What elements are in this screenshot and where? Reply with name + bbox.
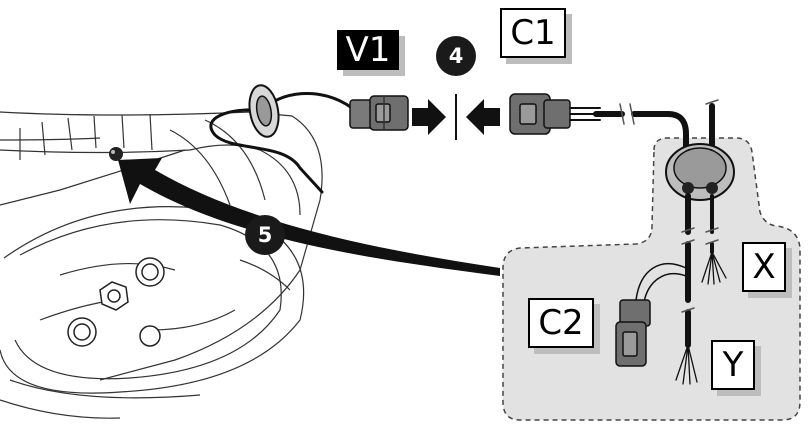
v1-wire	[209, 91, 354, 194]
c1-connector-icon	[509, 93, 571, 135]
grommet-icon	[248, 84, 280, 138]
step-4-badge: 4	[436, 36, 476, 76]
callout-c2: C2	[528, 298, 594, 348]
vehicle-floor-illustration	[0, 111, 323, 419]
step-5-badge: 5	[245, 215, 285, 255]
callout-v1: V1	[337, 30, 399, 70]
hub-nut-icon	[99, 281, 129, 311]
route-arrow-icon	[118, 158, 500, 276]
callout-y: Y	[711, 340, 755, 390]
v1-connector-icon	[349, 95, 409, 131]
connect-arrows-icon	[412, 94, 500, 140]
harness-grommet-icon	[665, 143, 735, 201]
callout-x: X	[742, 242, 786, 292]
mounting-hole-icon	[109, 147, 123, 161]
c2-connector-icon	[615, 299, 651, 367]
hub-bolt-hole-icon	[67, 257, 165, 347]
main-cable	[569, 99, 719, 155]
callout-c1: C1	[500, 8, 566, 58]
harness-wires	[635, 193, 727, 385]
